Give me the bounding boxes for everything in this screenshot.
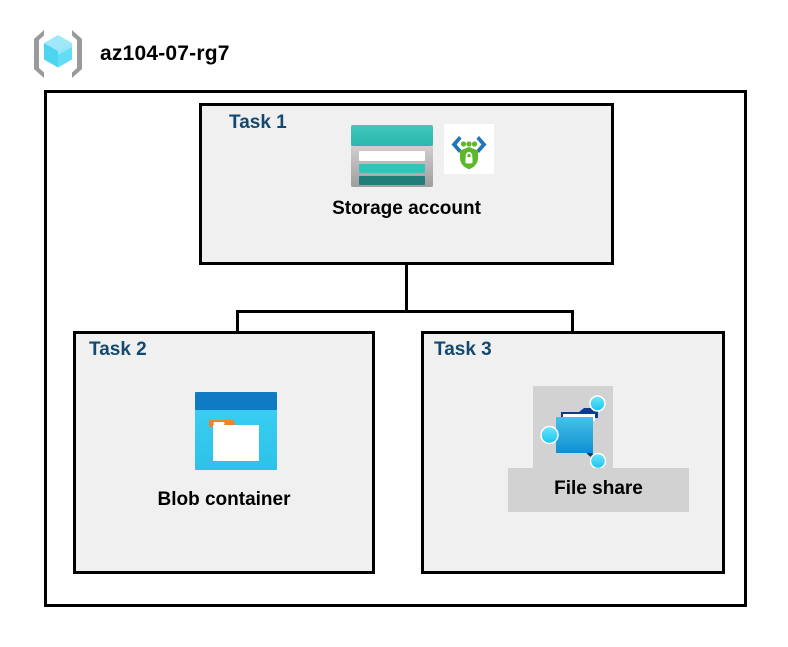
blob-container-icon xyxy=(195,392,277,470)
blob-container-label: Blob container xyxy=(157,489,291,510)
file-share-label-highlight xyxy=(508,468,689,512)
file-share-icon xyxy=(535,390,613,470)
security-shield-lock-icon xyxy=(444,124,494,174)
file-share-label: File share xyxy=(554,478,643,499)
resource-group-cube-icon xyxy=(30,26,86,82)
task-2-label: Task 2 xyxy=(89,339,147,360)
connector-horizontal-bus xyxy=(236,310,574,313)
task-3-label: Task 3 xyxy=(434,339,492,360)
resource-group-header: az104-07-rg7 xyxy=(30,26,230,82)
connector-stem-from-storage-account xyxy=(405,228,408,313)
task-1-label: Task 1 xyxy=(229,112,287,133)
storage-account-label: Storage account xyxy=(332,198,481,219)
task-1-icon-group xyxy=(348,124,494,188)
resource-group-name: az104-07-rg7 xyxy=(100,42,230,65)
storage-account-icon xyxy=(348,124,436,188)
